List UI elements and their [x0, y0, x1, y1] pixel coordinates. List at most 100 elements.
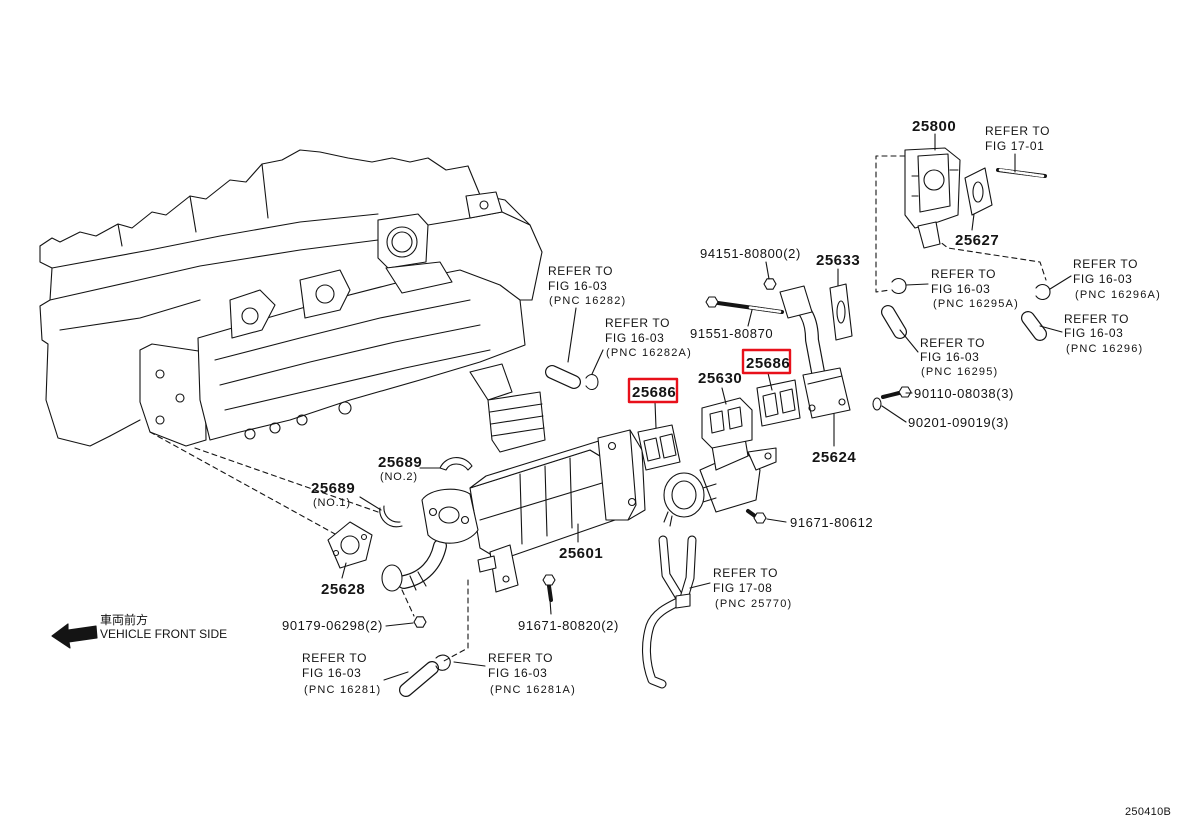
gasket-25686-lower [637, 424, 681, 471]
callout-25633[interactable]: 25633 [816, 252, 860, 269]
valve-flange-port-1 [709, 410, 725, 434]
gasket-25686-lower-plate [637, 424, 681, 471]
hose-16282-fill [546, 366, 580, 388]
ref-pnc16282a[interactable]: REFER TO FIG 16-03 (PNC 16282A) [605, 316, 692, 359]
ref-pnc25770[interactable]: REFER TO FIG 17-08 (PNC 25770) [713, 566, 792, 610]
leader-pnc16296a [1049, 275, 1072, 290]
cooler-water-pipe [477, 555, 497, 573]
ref-pnc16295a-line3: (PNC 16295A) [933, 298, 1019, 310]
callout-25800[interactable]: 25800 [912, 118, 956, 135]
clamp-25689-no2 [439, 457, 473, 471]
engine-bolt-boss [155, 369, 165, 379]
washer-90201-09019 [872, 397, 882, 411]
ref-pnc16281a-line3: (PNC 16281A) [490, 684, 576, 696]
bolt-90110-08038 [881, 386, 912, 399]
ref-pnc16281[interactable]: REFER TO FIG 16-03 (PNC 16281) [302, 651, 381, 696]
ref-pnc16282a-line3: (PNC 16282A) [606, 347, 692, 359]
cooler-left-bolt-hole [460, 515, 470, 525]
gasket-25686-lower-hole-2 [659, 433, 677, 459]
engine-block [39, 149, 546, 453]
throttle-body-face [917, 153, 951, 213]
callout-90201-09019[interactable]: 90201-09019(3) [908, 415, 1009, 430]
dashed-line-throttle-right [934, 237, 1047, 281]
gasket-25633-port [836, 300, 846, 324]
leader-25689-no1 [359, 496, 382, 511]
ref-pnc16296[interactable]: REFER TO FIG 16-03 (PNC 16296) [1064, 312, 1143, 355]
ref-fig1701[interactable]: REFER TO FIG 17-01 [985, 124, 1050, 153]
leader-90201 [881, 405, 907, 423]
manifold-rib-3 [224, 349, 491, 411]
vacuum-hose-main-fill [643, 596, 686, 688]
ref-pnc16281a-line1: REFER TO [488, 651, 553, 665]
ref-pnc16282-line3: (PNC 16282) [549, 295, 626, 307]
stud-bolt-thread [998, 168, 1045, 178]
callout-91671-80612[interactable]: 91671-80612 [790, 515, 873, 530]
gasket-25628-bolt-hole [332, 549, 340, 557]
cooler-right-bolt-hole [607, 441, 617, 451]
clamp-25689-no1 [379, 505, 403, 528]
vacuum-hose-branch-left-fill [659, 536, 684, 602]
clip-16282a [585, 373, 599, 391]
leader-pnc16296 [1039, 325, 1063, 333]
leader-pnc16281 [383, 671, 409, 681]
ref-pnc16295-line1: REFER TO [920, 336, 985, 350]
engine-bolt-boss [155, 415, 165, 425]
ref-pnc16295-line3: (PNC 16295) [921, 366, 998, 378]
vacuum-hose-branch-right-fill [680, 536, 696, 602]
callout-94151-80800[interactable]: 94151-80800(2) [700, 246, 801, 261]
callout-90179-06298[interactable]: 90179-06298(2) [282, 618, 383, 633]
bolt-91551-thread [748, 306, 782, 314]
leader-25686-upper [767, 372, 773, 391]
callout-25689-no2[interactable]: 25689 [378, 454, 422, 471]
ref-pnc16281-line1: REFER TO [302, 651, 367, 665]
callout-91671-80820[interactable]: 91671-80820(2) [518, 618, 619, 633]
leader-pnc16295a [905, 283, 929, 286]
callout-25689-no2-note: (NO.2) [380, 471, 418, 483]
callout-25601[interactable]: 25601 [559, 545, 603, 562]
cooler-mount-bracket [489, 544, 519, 593]
engine-front-chunk [139, 343, 207, 447]
head-cover-rib-1 [117, 223, 123, 247]
intake-lower-flange [385, 261, 453, 294]
ref-pnc16295[interactable]: REFER TO FIG 16-03 (PNC 16295) [920, 336, 998, 378]
callout-25689-no1-note: (NO.1) [313, 497, 351, 509]
callout-25689-no1[interactable]: 25689 [311, 480, 355, 497]
leader-25686-lower [654, 401, 657, 429]
intake-small-flange [465, 191, 503, 219]
cooler-outlet-rib [409, 571, 427, 591]
ref-pnc16281a[interactable]: REFER TO FIG 16-03 (PNC 16281A) [488, 651, 576, 696]
cooler-section-line-3 [569, 457, 573, 529]
dashed-line-throttle-left [875, 155, 906, 293]
callout-25686-upper[interactable]: 25686 [746, 355, 790, 372]
pipe-flange-bolt-hole [838, 398, 846, 406]
callout-25686-lower[interactable]: 25686 [632, 384, 676, 401]
intake-port-hole-inner [391, 231, 413, 253]
bolt-91671-80612 [746, 509, 767, 524]
callout-25630[interactable]: 25630 [698, 370, 742, 387]
pipe-upper-flange [779, 285, 813, 319]
ref-pnc16282[interactable]: REFER TO FIG 16-03 (PNC 16282) [548, 264, 626, 307]
hose-16281-fill [400, 662, 438, 696]
cooler-outlet-flange [381, 564, 403, 592]
callout-25627[interactable]: 25627 [955, 232, 999, 249]
clip-16295a [891, 277, 907, 295]
ref-pnc16281-line3: (PNC 16281) [304, 684, 381, 696]
leader-91671-80820 [549, 599, 552, 615]
callout-91551-80870[interactable]: 91551-80870 [690, 326, 773, 341]
ref-pnc16295a[interactable]: REFER TO FIG 16-03 (PNC 16295A) [931, 267, 1019, 310]
bolt-91671-80820-shaft [547, 584, 553, 602]
intake-port-hole [386, 226, 418, 258]
leader-25630 [721, 387, 727, 405]
ref-pnc16296a[interactable]: REFER TO FIG 16-03 (PNC 16296A) [1073, 257, 1161, 301]
ref-pnc16282-line2: FIG 16-03 [548, 279, 607, 293]
gasket-25627-plate [964, 167, 993, 216]
gasket-25628-bolt-hole [360, 533, 368, 541]
stud-bolt [996, 168, 1047, 178]
pipe-lower-flange [802, 367, 851, 419]
throttle-body-25800 [904, 147, 961, 249]
callout-25628[interactable]: 25628 [321, 581, 365, 598]
callout-90110-08038[interactable]: 90110-08038(3) [914, 386, 1014, 401]
engine-lower-edge [59, 299, 201, 437]
gasket-25686-upper-hole-1 [762, 392, 779, 418]
callout-25624[interactable]: 25624 [812, 449, 856, 466]
